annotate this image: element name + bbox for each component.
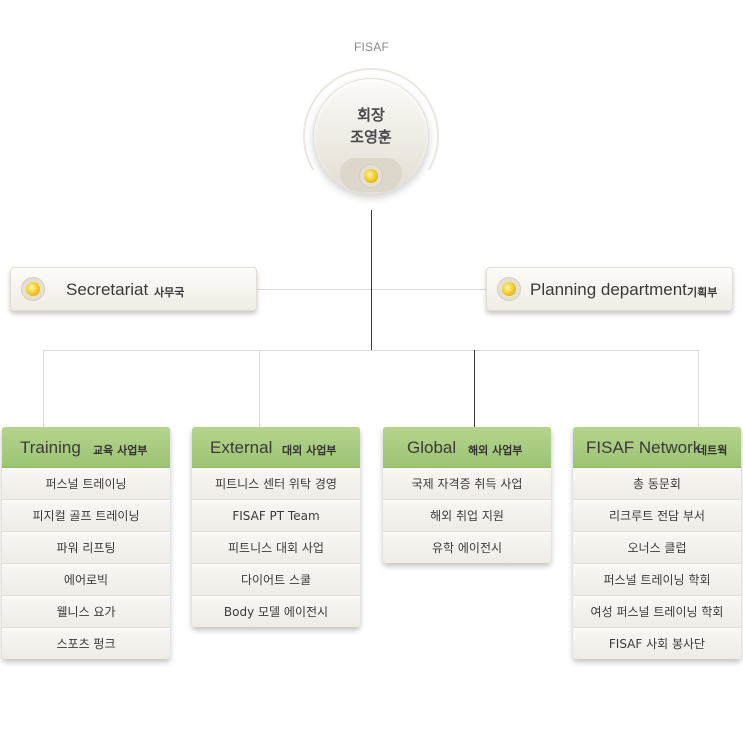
dept-item[interactable]: 퍼스널 트레이닝 [2, 468, 170, 500]
dept-header: Training 교육 사업부 [2, 427, 170, 468]
connector-network [698, 350, 699, 428]
dept-item[interactable]: 리크루트 전담 부서 [573, 500, 741, 532]
dept-title-ko: 교육 사업부 [93, 444, 148, 457]
dept-item[interactable]: 피트니스 센터 위탁 경영 [192, 468, 360, 500]
secretariat-box: Secretariat 사무국 [10, 267, 257, 311]
connector-main-vertical [371, 192, 372, 350]
dept-title-ko: 네트웍 [697, 444, 728, 457]
dept-item[interactable]: 유학 에이전시 [383, 532, 551, 563]
dept-item[interactable]: Body 모델 에이전시 [192, 596, 360, 627]
planning-department-box: Planning department 기획부 [486, 267, 733, 311]
dept-item[interactable]: 에어로빅 [2, 564, 170, 596]
dept-item[interactable]: 스포츠 펑크 [2, 628, 170, 659]
secretariat-label: Secretariat [66, 280, 149, 299]
dept-title: Training [20, 438, 81, 457]
connector-side-horizontal [256, 289, 488, 290]
dept-external: External 대외 사업부 피트니스 센터 위탁 경영 FISAF PT T… [192, 427, 360, 627]
dept-title: Global [407, 438, 457, 457]
chairman-name: 조영훈 [350, 128, 392, 146]
org-label: FISAF [353, 40, 389, 54]
dept-item[interactable]: 오너스 클럽 [573, 532, 741, 564]
dept-item[interactable]: 파워 리프팅 [2, 532, 170, 564]
gold-dot-icon [502, 282, 516, 296]
dept-item[interactable]: 피트니스 대회 사업 [192, 532, 360, 564]
dept-header: Global 해외 사업부 [383, 427, 551, 468]
planning-department-label-ko: 기획부 [687, 286, 718, 299]
connector-training [43, 350, 44, 428]
dept-item[interactable]: 해외 취업 지원 [383, 500, 551, 532]
dept-header: External 대외 사업부 [192, 427, 360, 468]
dept-title-ko: 대외 사업부 [282, 444, 337, 457]
dept-item[interactable]: 총 동문회 [573, 468, 741, 500]
planning-department-label: Planning department [530, 280, 687, 299]
gold-dot-icon [26, 282, 40, 296]
chairman-title: 회장 [357, 106, 385, 124]
dept-training: Training 교육 사업부 퍼스널 트레이닝 피지컬 골프 트레이닝 파워 … [2, 427, 170, 659]
connector-global [474, 350, 475, 428]
dept-fisaf-network: FISAF Network 네트웍 총 동문회 리크루트 전담 부서 오너스 클… [573, 427, 741, 659]
connector-external [259, 350, 260, 428]
dept-title: External [210, 438, 273, 457]
secretariat-label-ko: 사무국 [154, 286, 185, 299]
dept-item[interactable]: 다이어트 스쿨 [192, 564, 360, 596]
connector-dept-horizontal [43, 350, 699, 351]
dept-item[interactable]: 국제 자격증 취득 사업 [383, 468, 551, 500]
gold-dot-icon [364, 169, 378, 183]
dept-item[interactable]: 피지컬 골프 트레이닝 [2, 500, 170, 532]
dept-title: FISAF Network [586, 438, 702, 457]
dept-item[interactable]: 웰니스 요가 [2, 596, 170, 628]
dept-global: Global 해외 사업부 국제 자격증 취득 사업 해외 취업 지원 유학 에… [383, 427, 551, 563]
dept-item[interactable]: FISAF PT Team [192, 500, 360, 532]
dept-header: FISAF Network 네트웍 [573, 427, 741, 468]
dept-item[interactable]: 퍼스널 트레이닝 학회 [573, 564, 741, 596]
dept-item[interactable]: FISAF 사회 봉사단 [573, 628, 741, 659]
dept-title-ko: 해외 사업부 [468, 444, 523, 457]
dept-item[interactable]: 여성 퍼스널 트레이닝 학회 [573, 596, 741, 628]
